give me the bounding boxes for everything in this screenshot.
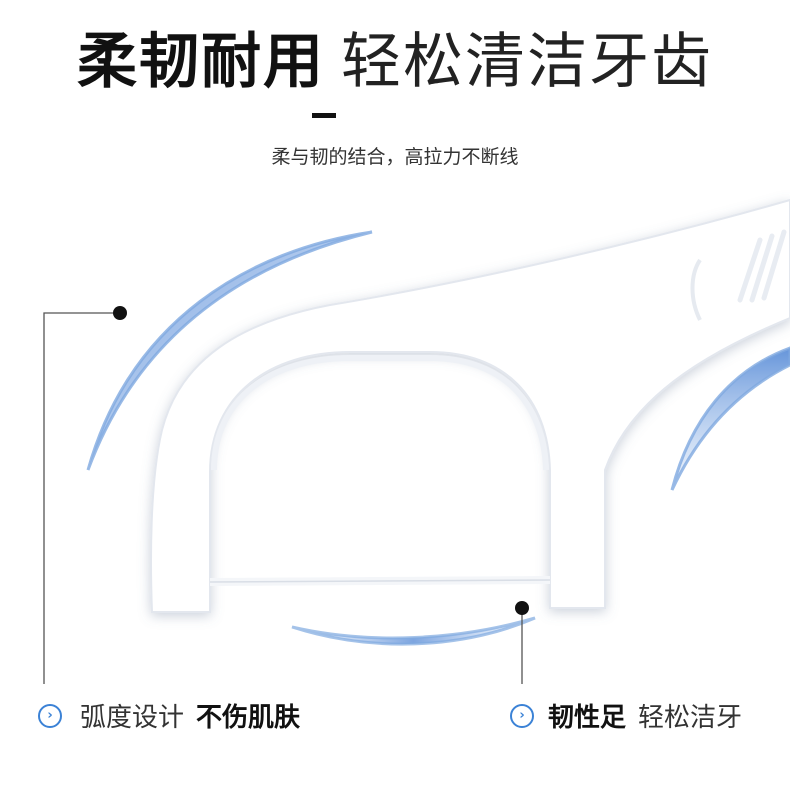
- title-underline: [312, 113, 336, 118]
- headline: 柔韧耐用轻松清洁牙齿: [0, 22, 790, 102]
- callout-right-strong: 韧性足: [548, 703, 627, 733]
- callout-left-strong: 不伤肌肤: [196, 703, 301, 733]
- callout-right: › 韧性足 轻松洁牙: [510, 697, 742, 734]
- callout-dot-right: [515, 601, 529, 615]
- callout-left-plain: 弧度设计: [80, 703, 185, 733]
- floss-pick: [150, 198, 790, 613]
- headline-bold: 柔韧耐用: [77, 27, 325, 97]
- chevron-circle-icon: ›: [38, 703, 62, 728]
- floss-thread: [209, 576, 551, 586]
- callout-dot-left: [113, 306, 127, 320]
- headline-light: 轻松清洁牙齿: [341, 27, 713, 97]
- callout-line-left: [43, 312, 120, 684]
- subtitle: 柔与韧的结合，高拉力不断线: [271, 146, 519, 168]
- callout-right-plain: 轻松洁牙: [638, 703, 743, 733]
- swoosh-bottom: [291, 616, 536, 646]
- chevron-circle-icon: ›: [510, 703, 534, 728]
- callout-left: › 弧度设计 不伤肌肤: [38, 697, 300, 734]
- swoosh-left: [86, 230, 373, 471]
- swoosh-right: [670, 346, 790, 491]
